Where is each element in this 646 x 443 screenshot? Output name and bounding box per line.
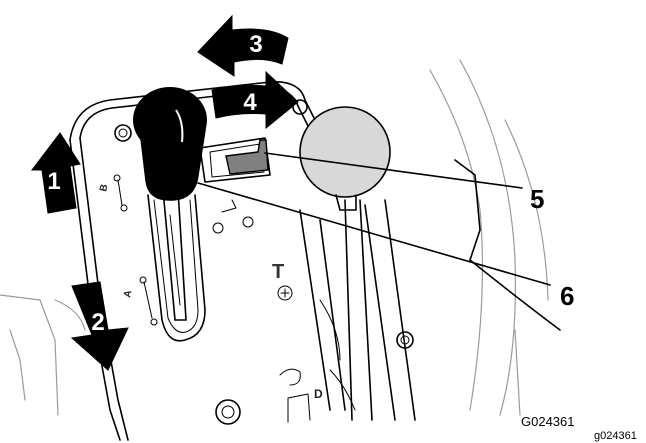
- arrow-2-label: 2: [91, 309, 104, 336]
- latch: [225, 139, 269, 175]
- letter-b-marking: B: [98, 183, 110, 192]
- arrow-3: 3: [197, 14, 289, 77]
- background-left-outline: [0, 294, 86, 416]
- figure-code-corner: g024361: [594, 430, 637, 442]
- arrow-2: 2: [70, 281, 129, 371]
- arrow-1: 1: [30, 132, 81, 214]
- arrow-1-label: 1: [47, 168, 60, 195]
- callout-5-leader: [264, 152, 523, 189]
- arrow-4: 4: [211, 70, 299, 130]
- callout-6-label: 6: [560, 281, 574, 311]
- lever-slot: [147, 194, 206, 342]
- latch-bracket: [199, 137, 271, 183]
- callout-5-label: 5: [530, 184, 544, 214]
- callout-6-leader: [197, 182, 551, 286]
- panel-markings: B A T D: [98, 174, 323, 425]
- background-machine-outline: [429, 59, 561, 416]
- letter-d-marking: D: [314, 387, 323, 401]
- arrow-3-label: 3: [249, 31, 262, 58]
- shift-lever: [133, 87, 207, 321]
- ball-knob: [299, 106, 391, 211]
- figure-code-main: G024361: [521, 414, 575, 429]
- letter-t-marking: T: [272, 261, 284, 283]
- right-guide-column: [299, 199, 416, 421]
- letter-a-marking: A: [122, 289, 134, 298]
- arrow-4-label: 4: [243, 89, 257, 116]
